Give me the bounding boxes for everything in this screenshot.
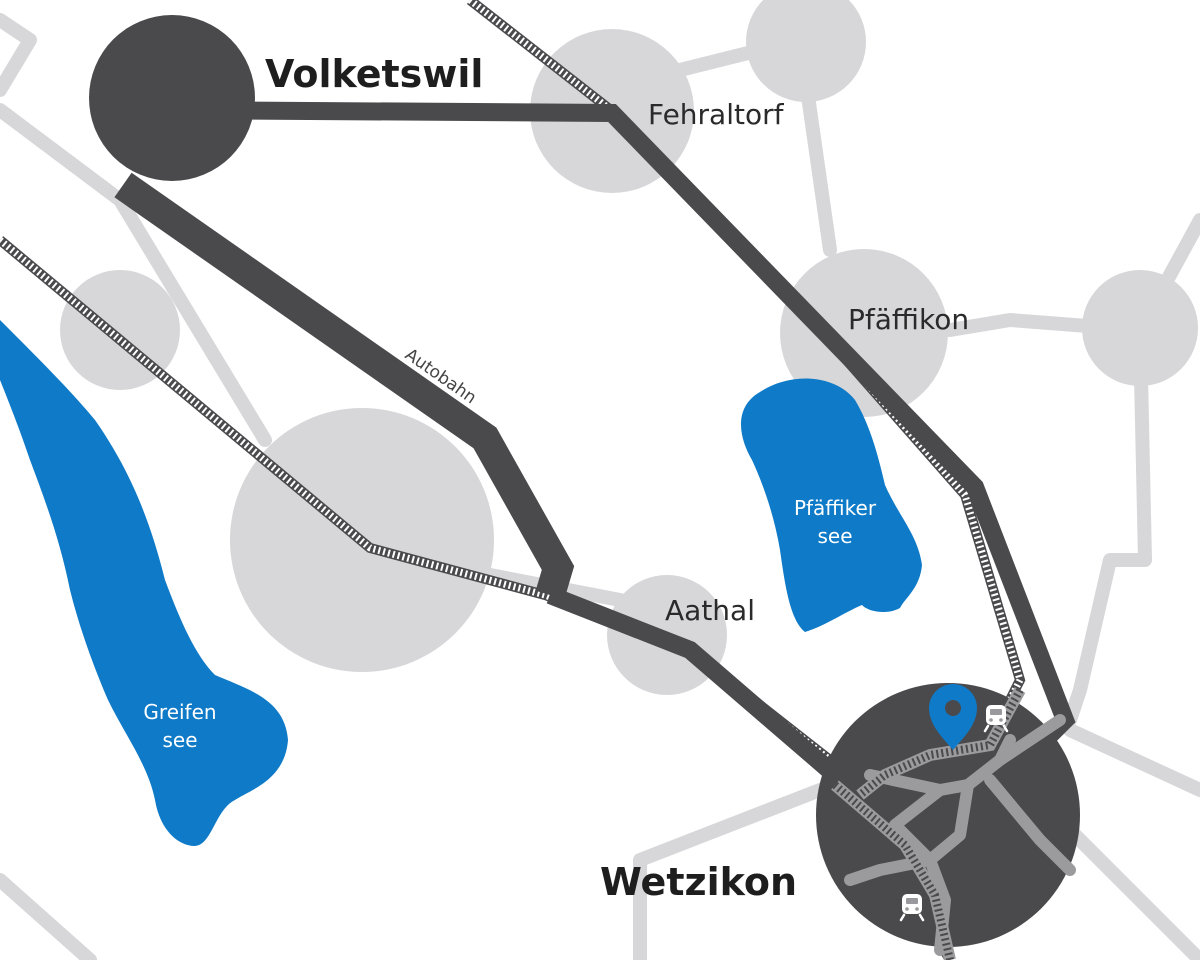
autobahn-road[interactable] [114,172,575,600]
town-pfaeffikon-circle[interactable] [780,249,948,417]
town-volketswil-circle[interactable] [89,15,255,181]
label-wetzikon: Wetzikon [600,860,797,904]
label-pfaeffikersee-line2: see [817,524,852,548]
town-circle-ne [746,0,866,102]
road-aathal-wetzikon[interactable] [546,586,841,782]
greifensee-lake[interactable] [0,320,288,846]
location-pin-icon[interactable] [929,684,977,750]
label-aathal: Aathal [665,594,755,627]
label-volketswil: Volketswil [265,52,483,96]
label-pfaeffikon: Pfäffikon [848,303,969,336]
label-pfaeffikersee-line1: Pfäffiker [794,496,877,520]
wetzikon-zone[interactable] [816,683,1080,960]
label-greifensee-line2: see [162,728,197,752]
wetzikon-rail [831,687,1026,960]
label-fehraltorf: Fehraltorf [648,98,785,131]
pfaeffikersee-lake[interactable] [741,378,922,632]
label-greifensee-line1: Greifen [143,700,216,724]
town-circle-e [1082,270,1198,386]
